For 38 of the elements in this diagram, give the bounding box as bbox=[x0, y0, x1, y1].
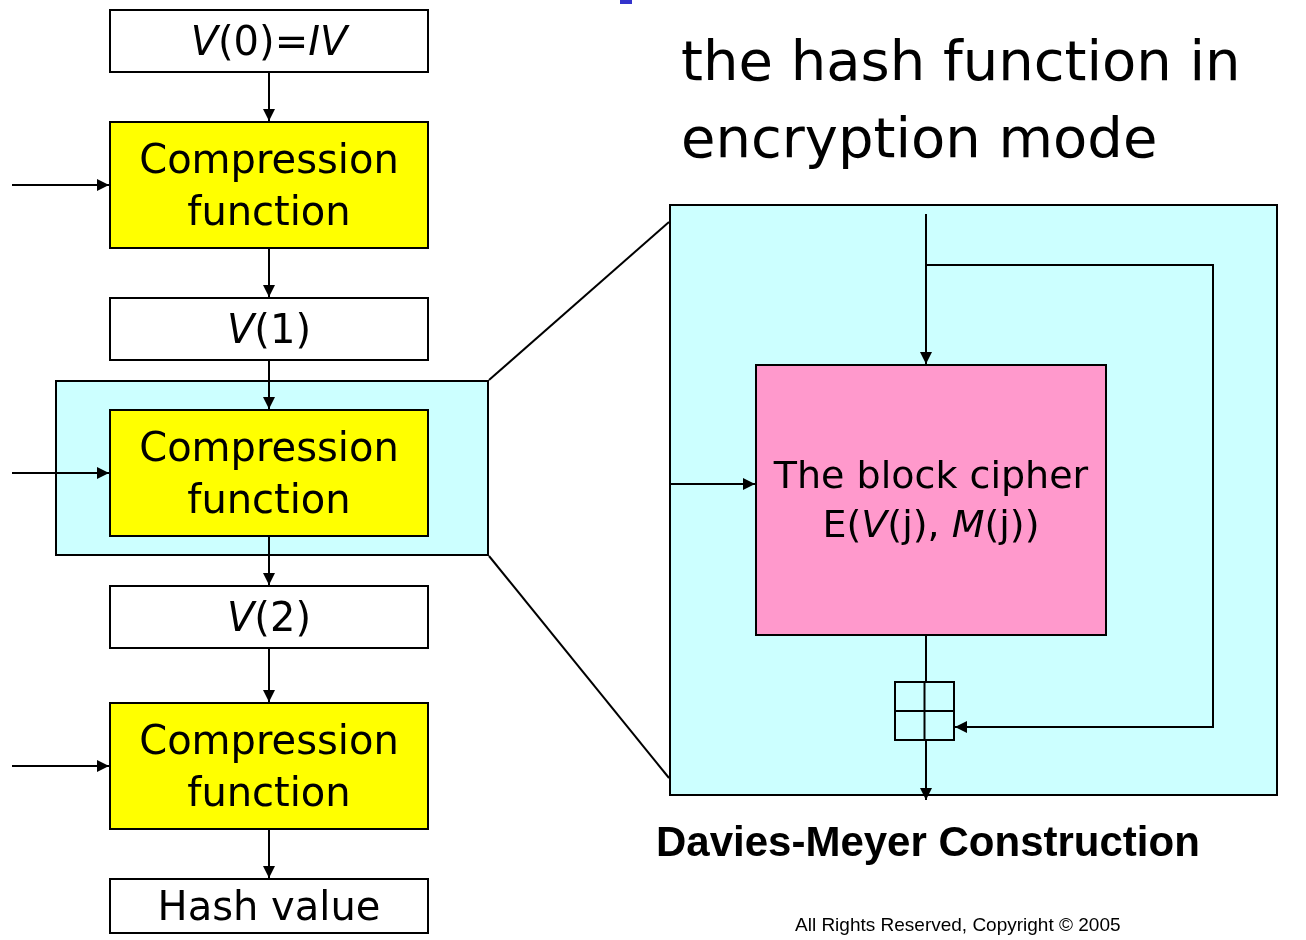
arrow bbox=[263, 360, 275, 410]
construction-panel bbox=[669, 204, 1278, 796]
compression-box bbox=[109, 121, 429, 249]
value-box bbox=[109, 9, 429, 73]
value-label: V(1) bbox=[226, 305, 311, 354]
arrow bbox=[920, 213, 932, 365]
output-box bbox=[109, 878, 429, 934]
arrow bbox=[263, 829, 275, 879]
construction-caption: Davies-Meyer Construction bbox=[656, 818, 1200, 866]
box-label: Compression function bbox=[138, 423, 400, 524]
arrow bbox=[11, 760, 110, 772]
arrow bbox=[668, 478, 756, 490]
connector-line bbox=[488, 221, 670, 381]
cipher-box bbox=[755, 364, 1107, 636]
compression-box bbox=[109, 409, 429, 537]
value-label: V(2) bbox=[226, 593, 311, 642]
arrow bbox=[263, 248, 275, 298]
arrow bbox=[920, 740, 932, 801]
box-label: Compression function bbox=[138, 135, 400, 236]
arrow bbox=[11, 467, 110, 479]
value-box bbox=[109, 297, 429, 361]
connector-line bbox=[925, 635, 927, 682]
arrow bbox=[11, 179, 110, 191]
box-label: Compression function bbox=[138, 716, 400, 817]
arrow bbox=[263, 72, 275, 122]
arrow bbox=[925, 264, 1214, 733]
xor-symbol bbox=[894, 681, 955, 741]
arrow bbox=[263, 536, 275, 586]
connector-line bbox=[488, 555, 670, 779]
compression-box bbox=[109, 702, 429, 830]
bullet-text: the hash function in encryption mode bbox=[681, 27, 1242, 173]
box-label: Hash value bbox=[157, 882, 381, 931]
value-label: V(0)=IV bbox=[190, 17, 348, 66]
copyright-note: All Rights Reserved, Copyright © 2005 bbox=[795, 913, 1122, 937]
highlight-band bbox=[55, 380, 489, 556]
arrow bbox=[263, 648, 275, 703]
cipher-label: The block cipher E(V(j), M(j)) bbox=[772, 451, 1090, 548]
value-box bbox=[109, 585, 429, 649]
